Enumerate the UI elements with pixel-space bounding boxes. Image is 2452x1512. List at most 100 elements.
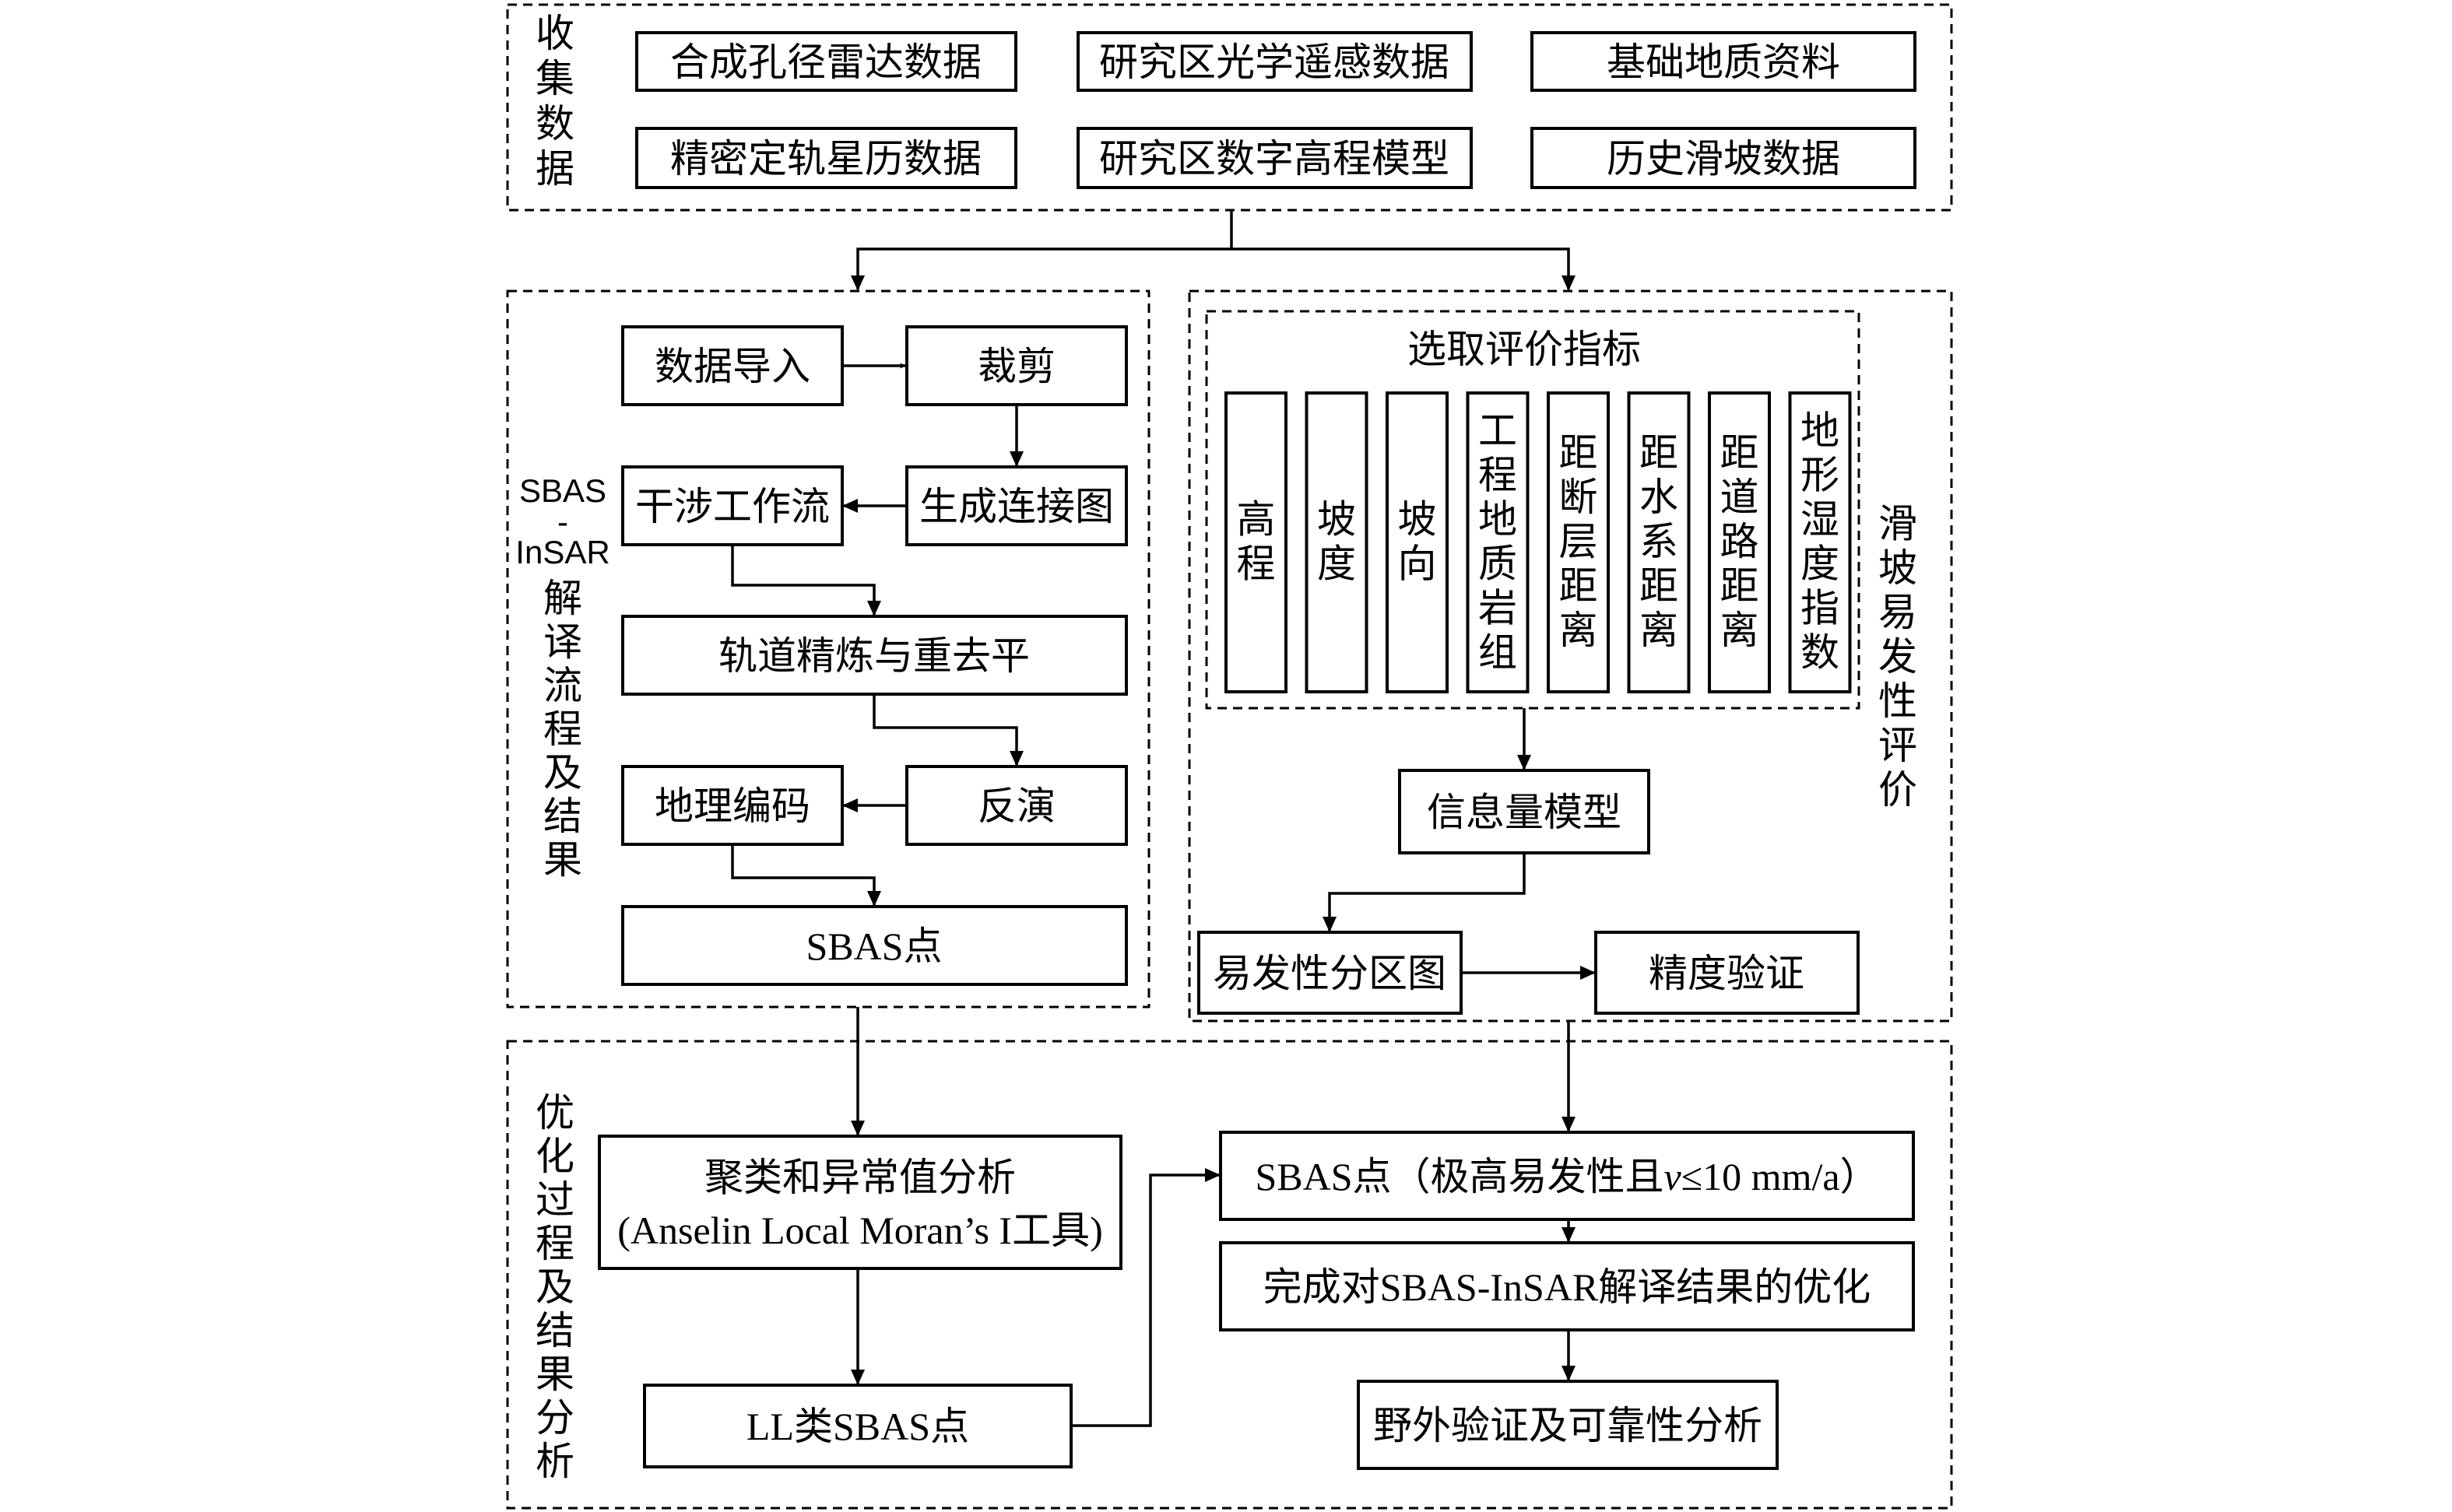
group-label-char: 坡 [1878, 546, 1917, 590]
group-label-char: 数 [536, 102, 574, 146]
arrow-to-sbas-group [851, 247, 1231, 291]
group-label-char: 性 [1878, 679, 1917, 723]
group-label-char: 结 [543, 795, 582, 838]
group-label-char: 集 [536, 57, 574, 100]
group-label-char: 果 [536, 1352, 574, 1396]
node-label: 干涉工作流 [635, 485, 830, 528]
node-inversion: 反演 [905, 765, 1128, 846]
node-history-data: 历史滑坡数据 [1530, 127, 1916, 189]
node-label: SBAS点 [806, 924, 942, 968]
group-label-latin: SBAS [519, 472, 606, 509]
group-sbas-insar [506, 289, 1150, 1009]
group-label-char: 及 [536, 1265, 574, 1309]
group-label-char: 收 [536, 12, 574, 55]
group-susceptibility [1188, 289, 1953, 1023]
indicator-char: 距 [1559, 564, 1598, 608]
node-label: 易发性分区图 [1213, 952, 1446, 995]
indicator-char: 形 [1800, 453, 1839, 496]
indicator-char: 道 [1720, 475, 1759, 519]
node-label: 裁剪 [978, 345, 1056, 388]
group-indicator-selection [1205, 310, 1860, 710]
indicator-char: 断 [1559, 475, 1598, 519]
indicator-column: 坡向 [1386, 391, 1449, 693]
indicator-char: 组 [1478, 630, 1517, 674]
arrow-refine-to-inversion [873, 694, 1024, 767]
indicator-char: 距 [1720, 431, 1759, 475]
indicator-char: 距 [1639, 564, 1678, 608]
node-optimization-complete: 完成对SBAS-InSAR解译结果的优化 [1219, 1241, 1915, 1331]
group-label-char: 解 [543, 577, 582, 620]
node-label: 精度验证 [1649, 952, 1804, 995]
indicator-char: 离 [1639, 609, 1678, 652]
node-label: 野外验证及可靠性分析 [1373, 1404, 1762, 1447]
group-label-char: 流 [543, 664, 582, 707]
indicator-char: 距 [1720, 564, 1759, 608]
group-label-optimization: 优 化 过 程 及 结 果 分 析 [536, 1091, 574, 1483]
node-accuracy-check: 精度验证 [1594, 931, 1860, 1015]
node-interferometry: 干涉工作流 [621, 465, 844, 546]
arrow-ll-to-high-points [1071, 1168, 1221, 1427]
indicator-char: 程 [1237, 542, 1276, 585]
indicator-char: 离 [1720, 609, 1759, 652]
group-label-char: 滑 [1878, 502, 1917, 546]
arrow-interfero-to-refine [731, 545, 881, 616]
node-crop: 裁剪 [905, 325, 1128, 406]
group-label-latin: - [557, 503, 568, 540]
node-label: 研究区光学遥感数据 [1099, 40, 1449, 84]
group-label-char: 据 [536, 147, 574, 191]
node-label: 数据导入 [655, 345, 810, 388]
node-label: 精密定轨星历数据 [670, 137, 982, 181]
node-label: 轨道精炼与重去平 [718, 634, 1030, 678]
indicator-char: 度 [1800, 542, 1839, 585]
indicator-char: 系 [1639, 520, 1678, 563]
indicator-char: 距 [1559, 431, 1598, 475]
indicator-column: 坡度 [1305, 391, 1368, 693]
arrow-model-to-zoning [1323, 853, 1526, 932]
node-label: LL类SBAS点 [746, 1405, 969, 1448]
node-dem-data: 研究区数字高程模型 [1077, 127, 1473, 189]
group-label-latin: InSAR [515, 534, 609, 570]
arrow-to-susceptibility-group [1231, 247, 1576, 291]
group-label-sbas: SBAS - InSAR 解 译 流 程 及 结 果 [515, 472, 609, 882]
group-label-susceptibility: 滑 坡 易 发 性 评 价 [1878, 502, 1917, 812]
indicator-char: 距 [1639, 431, 1678, 475]
indicator-char: 坡 [1398, 497, 1437, 541]
group-label-char: 价 [1878, 768, 1917, 812]
group-label-char: 过 [536, 1178, 574, 1222]
indicator-char: 指 [1800, 586, 1839, 630]
node-label: 完成对SBAS-InSAR解译结果的优化 [1263, 1265, 1871, 1309]
indicator-char: 质 [1478, 542, 1517, 585]
group-label-char: 分 [536, 1396, 574, 1440]
node-sbas-points: SBAS点 [621, 905, 1128, 986]
group-collect-data [506, 3, 1953, 212]
group-label-char: 析 [536, 1440, 574, 1483]
indicator-column: 高程 [1224, 391, 1287, 693]
node-label: 合成孔径雷达数据 [670, 40, 982, 84]
node-data-import: 数据导入 [621, 325, 844, 406]
indicator-char: 层 [1559, 520, 1598, 563]
node-label: 信息量模型 [1427, 791, 1621, 834]
indicator-char: 水 [1639, 475, 1678, 519]
group-label-char: 易 [1878, 591, 1917, 634]
group-label-collect: 收 集 数 据 [536, 12, 574, 191]
node-geocoding: 地理编码 [621, 765, 844, 846]
group-optimization [506, 1040, 1953, 1510]
group-label-char: 发 [1878, 635, 1917, 679]
group-label-char: 优 [536, 1091, 574, 1135]
indicator-char: 向 [1398, 542, 1437, 585]
node-high-susceptibility-points: SBAS点（极高易发性且v≤10 mm/a） [1219, 1131, 1915, 1221]
indicator-char: 高 [1237, 497, 1276, 541]
indicator-char: 湿 [1800, 497, 1839, 541]
indicator-char: 程 [1478, 453, 1517, 496]
node-label: 反演 [978, 784, 1056, 828]
indicator-selection-title: 选取评价指标 [1407, 328, 1641, 371]
indicator-char: 离 [1559, 609, 1598, 652]
group-label-char: 结 [536, 1309, 574, 1352]
indicator-char: 岩 [1478, 586, 1517, 630]
node-label: 基础地质资料 [1607, 40, 1840, 84]
node-ll-points: LL类SBAS点 [643, 1384, 1073, 1468]
group-label-char: 果 [543, 838, 582, 882]
